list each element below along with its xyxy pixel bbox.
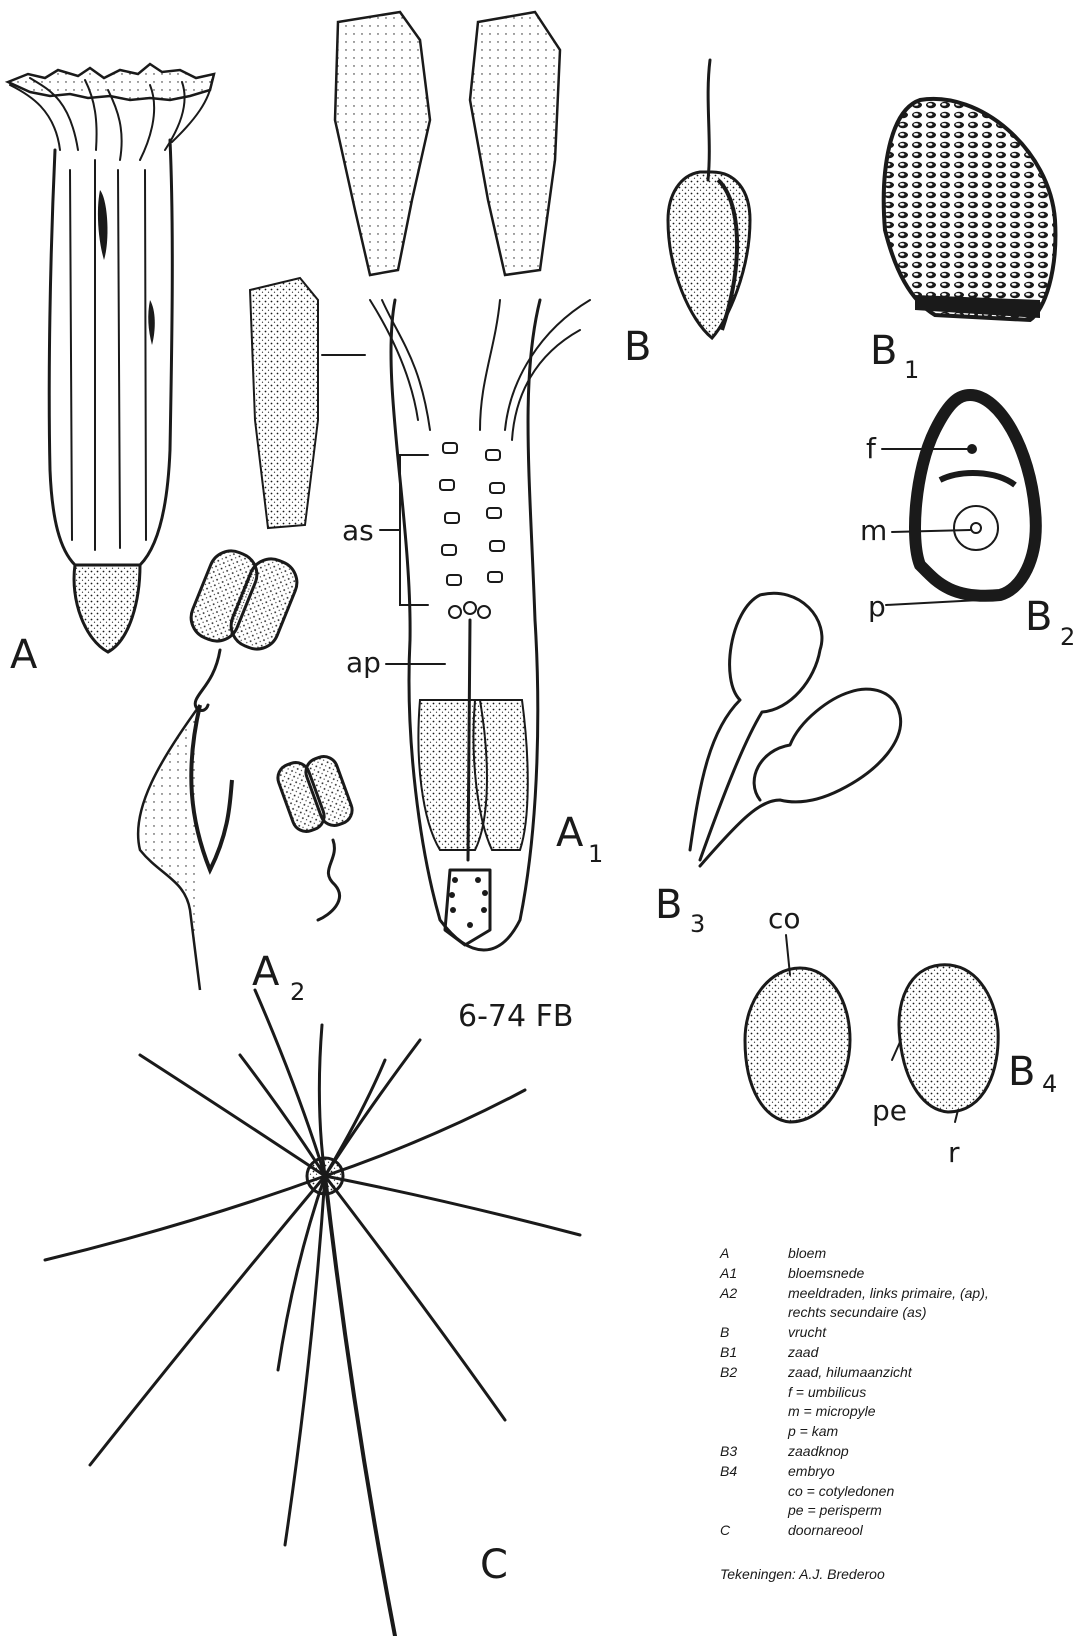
- legend-code: B2: [720, 1363, 788, 1383]
- spine: [140, 1055, 325, 1176]
- spine: [240, 1055, 325, 1176]
- label-a1-sub: 1: [588, 840, 603, 868]
- legend-text: bloem: [788, 1244, 1080, 1264]
- seed-hilum-b2: [882, 395, 1036, 605]
- legend-code: [720, 1383, 788, 1403]
- callout-r: r: [948, 1136, 960, 1169]
- spine: [285, 1176, 325, 1545]
- legend-code: A: [720, 1244, 788, 1264]
- label-c: C: [480, 1542, 508, 1588]
- legend-text: zaad: [788, 1343, 1080, 1363]
- label-a1: A: [556, 810, 584, 856]
- spine: [325, 1040, 420, 1176]
- spine: [325, 1176, 395, 1636]
- legend-code: [720, 1402, 788, 1422]
- callout-p: p: [868, 590, 886, 623]
- legend-code: [720, 1422, 788, 1442]
- callout-m: m: [860, 514, 887, 547]
- stamens-a2: [138, 544, 356, 990]
- legend-code: B1: [720, 1343, 788, 1363]
- areole-centre: [307, 1158, 343, 1194]
- label-b2-sub: 2: [1060, 623, 1075, 651]
- legend-text: zaad, hilumaanzicht: [788, 1363, 1080, 1383]
- artist-signature: 6-74 FB: [458, 999, 573, 1034]
- spine: [255, 990, 325, 1176]
- legend-code: [720, 1482, 788, 1502]
- legend-text: zaadknop: [788, 1442, 1080, 1462]
- legend-row: pe = perisperm: [720, 1501, 1080, 1521]
- seed-b1: [884, 99, 1056, 320]
- callout-pe: pe: [872, 1094, 907, 1127]
- legend-code: B3: [720, 1442, 788, 1462]
- legend-text: co = cotyledonen: [788, 1482, 1080, 1502]
- spine: [45, 1176, 325, 1260]
- callout-as: as: [342, 514, 374, 547]
- callout-f: f: [866, 432, 877, 465]
- flower-drawing-a: [8, 64, 214, 652]
- legend-text: m = micropyle: [788, 1402, 1080, 1422]
- legend-text: embryo: [788, 1462, 1080, 1482]
- label-a2-sub: 2: [290, 978, 305, 1006]
- legend-row: rechts secundaire (as): [720, 1303, 1080, 1323]
- label-b4-sub: 4: [1042, 1070, 1057, 1098]
- spine: [319, 1025, 325, 1176]
- fruit-b: [668, 60, 750, 338]
- spine-areole-c: [45, 990, 580, 1636]
- label-b1-sub: 1: [904, 356, 919, 384]
- label-a: A: [10, 632, 38, 678]
- label-a2: A: [252, 949, 280, 995]
- legend-text: p = kam: [788, 1422, 1080, 1442]
- legend-text: f = umbilicus: [788, 1383, 1080, 1403]
- callout-ap: ap: [346, 646, 381, 679]
- legend-text: pe = perisperm: [788, 1501, 1080, 1521]
- legend-code: B: [720, 1323, 788, 1343]
- legend-code: [720, 1501, 788, 1521]
- legend-code: A2: [720, 1284, 788, 1304]
- legend-row: m = micropyle: [720, 1402, 1080, 1422]
- legend-text: bloemsnede: [788, 1264, 1080, 1284]
- legend-row: f = umbilicus: [720, 1383, 1080, 1403]
- label-b1: B: [870, 328, 897, 374]
- label-b2: B: [1025, 594, 1052, 640]
- label-b3: B: [655, 882, 682, 928]
- label-b4: B: [1008, 1049, 1035, 1095]
- legend-row: co = cotyledonen: [720, 1482, 1080, 1502]
- legend-text: doornareool: [788, 1521, 1080, 1541]
- legend-text: meeldraden, links primaire, (ap),: [788, 1284, 1080, 1304]
- legend-row: p = kam: [720, 1422, 1080, 1442]
- legend-code: B4: [720, 1462, 788, 1482]
- label-b: B: [624, 324, 651, 370]
- legend-code: C: [720, 1521, 788, 1541]
- callout-co: co: [768, 902, 801, 935]
- label-b3-sub: 3: [690, 910, 705, 938]
- drawing-credit: Tekeningen: A.J. Brederoo: [720, 1566, 885, 1582]
- ovule-b3: [690, 593, 901, 866]
- legend-text: vrucht: [788, 1323, 1080, 1343]
- legend-text: rechts secundaire (as): [788, 1303, 1080, 1323]
- legend-code: [720, 1303, 788, 1323]
- spine: [90, 1176, 325, 1465]
- legend-code: A1: [720, 1264, 788, 1284]
